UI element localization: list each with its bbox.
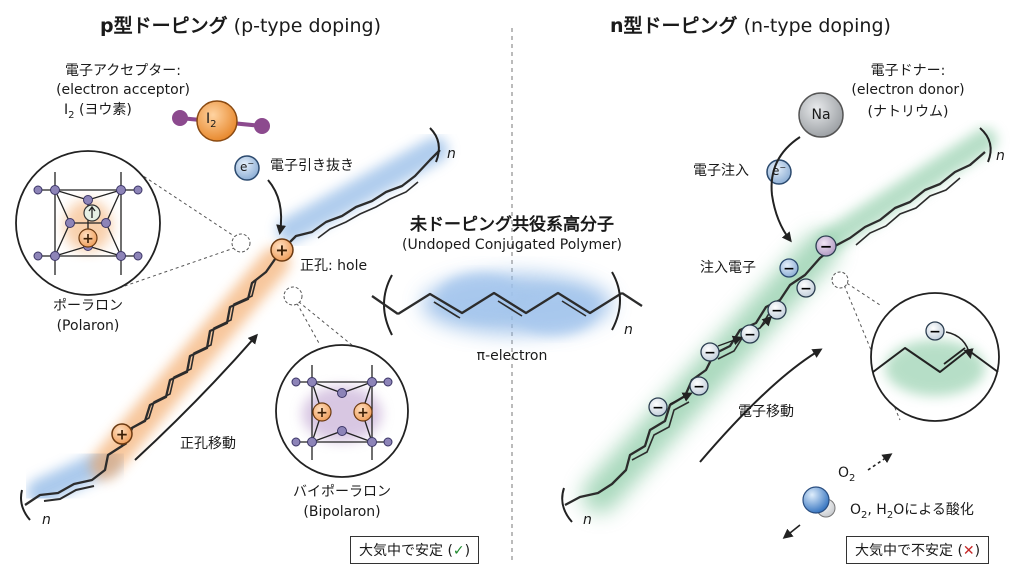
svg-text:+: + [275,241,288,260]
p-type-title: p型ドーピング (p-type doping) [100,15,382,37]
sodium-atom [798,92,844,138]
electron-injection-arrow [770,136,801,243]
p-chain-n: n [447,146,456,162]
n-type-inset: − [831,271,1000,422]
iodine-molecule-label: I2 [206,111,217,130]
oxygen-molecule [782,453,893,539]
polaron-inset: + [15,150,251,296]
n-stability-badge: 大気中で不安定 (✕) [846,536,990,564]
injected-electron-label: 注入電子 [700,260,756,276]
p-stability-badge: 大気中で安定 (✓) [350,536,480,564]
hole-transport-label: 正孔移動 [180,436,236,452]
hole-charge-main: + [270,238,294,262]
injected-electron-marker: − [779,258,799,278]
undoped-subtitle: (Undoped Conjugated Polymer) [402,237,622,253]
svg-text:−: − [929,324,941,340]
donor-en: (electron donor) [851,82,965,98]
bipolaron-jp: バイポーラロン [293,484,391,500]
n-type-title: n型ドーピング (n-type doping) [610,15,891,37]
svg-text:+: + [357,405,369,421]
injected-electrons: − − − − − − − [648,235,837,417]
acceptor-label: 電子アクセプター: [64,63,182,79]
undoped-polymer [371,271,643,336]
polaron-jp: ポーラロン [53,298,123,314]
svg-text:−: − [744,327,756,343]
p-electron-symbol: e− [240,159,255,174]
polaron-en: (Polaron) [56,318,120,334]
svg-text:−: − [800,281,812,297]
acceptor-en: (electron acceptor) [56,82,190,98]
p-chain-n-start: n [42,512,51,528]
electron-extraction-arrow [267,179,287,235]
svg-text:−: − [771,303,783,319]
bipolaron-inset: + + [275,286,409,478]
oxidation-label: O2, H2Oによる酸化 [850,502,974,521]
hole-label: 正孔: hole [300,258,368,274]
oxygen-label: O2 [838,465,856,484]
donor-label: 電子ドナー: [870,63,946,79]
p-type-polymer-chain [20,127,448,521]
sodium-symbol: Na [811,107,831,123]
extraction-label: 電子引き抜き [270,158,354,174]
donor-name: (ナトリウム) [867,104,949,120]
n-chain-n: n [996,148,1005,164]
electron-transport-arrow [699,348,823,463]
hole-charge-lower: + [111,423,133,445]
n-type-polymer-chain [561,127,997,523]
svg-text:+: + [82,231,94,247]
hole-transport-arrow [134,333,258,461]
svg-text:−: − [783,261,795,277]
svg-text:−: − [652,400,664,416]
n-chain-n-start: n [583,512,592,528]
svg-text:−: − [820,238,833,256]
undoped-title: 未ドーピング共役系高分子 [410,215,614,235]
svg-text:+: + [316,405,328,421]
n-electron-symbol: e− [772,163,787,178]
bipolaron-en: (Bipolaron) [303,504,381,520]
center-chain-n: n [624,322,633,338]
svg-text:−: − [704,345,716,361]
injection-label: 電子注入 [693,163,749,179]
electron-transport-label: 電子移動 [738,404,794,420]
svg-text:+: + [116,426,129,444]
p-electron-particle [234,155,260,181]
iodine-molecule [172,100,270,142]
pi-electron-label: π-electron [476,348,548,364]
acceptor-species: I2 (ヨウ素) [64,102,132,121]
svg-text:−: − [693,379,705,395]
